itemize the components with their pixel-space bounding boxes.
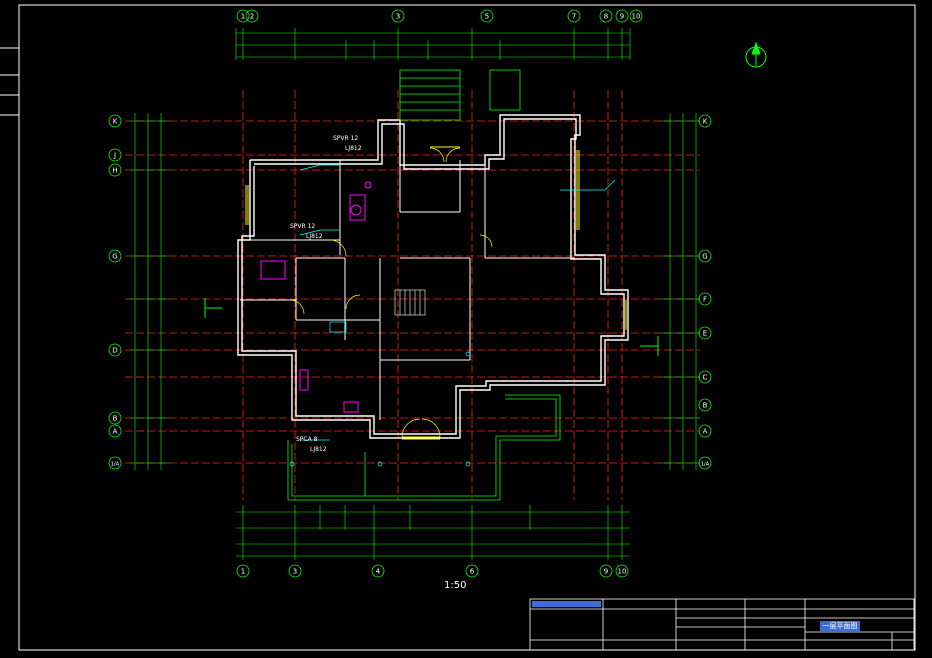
axis-bubble: [698, 370, 712, 384]
axis-label: A: [113, 428, 118, 436]
axis-label: D: [112, 347, 117, 355]
axis-label: B: [113, 415, 118, 423]
axis-label: 1: [241, 568, 245, 576]
axis-label: 1/A: [701, 462, 710, 468]
axis-bubble: [615, 9, 629, 23]
axis-bubbles-left: K JH G D BA 1/A: [108, 114, 122, 470]
scale-label: 1:50: [444, 580, 467, 591]
north-arrow-icon: [745, 41, 767, 68]
axis-bubble: [288, 564, 302, 578]
window-tag: SPVR 12: [290, 223, 315, 230]
axis-bubble: [567, 9, 581, 23]
axis-bubble: [391, 9, 405, 23]
interior-stair: [394, 289, 426, 316]
axis-bubble: [108, 148, 122, 162]
axis-label: C: [703, 374, 708, 382]
window-tag: LJ812: [345, 145, 362, 152]
axis-label: E: [703, 330, 707, 338]
axis-bubble: [629, 9, 643, 23]
axis-bubbles-right: K G F E C B A 1/A: [698, 114, 712, 470]
title-block-highlight: [532, 601, 601, 607]
axis-bubble: [698, 424, 712, 438]
axis-bubbles-bottom: 1 3 4 6 9 10: [236, 564, 629, 578]
axis-bubble: [236, 564, 250, 578]
axis-label: K: [113, 118, 118, 126]
window-tag-labels: SPVR 12 LJ812 SPVR 12 LJ812 SPCA 8 LJ812: [290, 135, 362, 453]
entry-stair: [399, 69, 521, 121]
sheet-title: 一层平面图: [820, 621, 860, 632]
axis-bubble: [465, 564, 479, 578]
left-dimensions: [130, 113, 170, 470]
axis-label: 9: [620, 13, 624, 21]
drawing-frame: [18, 4, 916, 651]
axis-bubble: [108, 114, 122, 128]
axis-bubble: [245, 9, 259, 23]
terrace-outline: [287, 394, 561, 501]
axis-label: 2: [250, 13, 254, 21]
axis-bubble: [615, 564, 629, 578]
axis-label: A: [703, 428, 708, 436]
axis-label: 3: [396, 13, 400, 21]
axis-label: 5: [485, 13, 489, 21]
axis-label: F: [703, 296, 707, 304]
axis-bubble: [236, 9, 250, 23]
axis-bubble: [108, 456, 122, 470]
axis-label: H: [112, 167, 117, 175]
axis-label: B: [703, 402, 708, 410]
section-markers: [204, 298, 659, 356]
window-tag: SPCA 8: [296, 436, 318, 443]
windows: [245, 146, 627, 440]
top-dimensions: [235, 28, 631, 60]
axis-bubble: [698, 398, 712, 412]
bottom-dimensions: [236, 505, 630, 560]
axis-bubble: [108, 424, 122, 438]
axis-bubble: [480, 9, 494, 23]
axis-bubble: [371, 564, 385, 578]
axis-label: G: [702, 253, 707, 261]
window-tag: LJ812: [306, 233, 323, 240]
interior-walls: [240, 160, 575, 420]
axis-label: 7: [572, 13, 576, 21]
axis-label: G: [112, 253, 117, 261]
vertical-axis-lines: [242, 90, 623, 500]
door-swings: [289, 147, 493, 438]
axis-label: 3: [293, 568, 297, 576]
axis-label: 6: [470, 568, 475, 576]
annotation-markers: [289, 164, 616, 467]
horizontal-axis-lines: [125, 120, 700, 464]
window-tag: SPVR 12: [333, 135, 358, 142]
axis-bubble: [108, 411, 122, 425]
axis-bubble: [698, 249, 712, 263]
axis-label: 10: [618, 568, 627, 576]
axis-bubble: [698, 326, 712, 340]
axis-bubble: [698, 114, 712, 128]
axis-bubble: [108, 163, 122, 177]
window-tag: LJ812: [310, 446, 327, 453]
bathroom-fixtures: [260, 181, 372, 413]
axis-label: 10: [632, 13, 641, 21]
axis-label: 1: [241, 13, 245, 21]
axis-bubble: [599, 9, 613, 23]
axis-label: 9: [604, 568, 608, 576]
axis-label: 4: [376, 568, 381, 576]
axis-bubble: [108, 249, 122, 263]
axis-bubble: [108, 343, 122, 357]
axis-label: K: [703, 118, 708, 126]
axis-label: J: [113, 152, 116, 160]
right-dimensions: [660, 113, 700, 470]
axis-bubble: [698, 456, 712, 470]
axis-bubble: [698, 292, 712, 306]
title-block: [529, 598, 915, 651]
axis-bubble: [599, 564, 613, 578]
axis-label: 8: [604, 13, 608, 21]
axis-label: 1/A: [111, 462, 120, 468]
